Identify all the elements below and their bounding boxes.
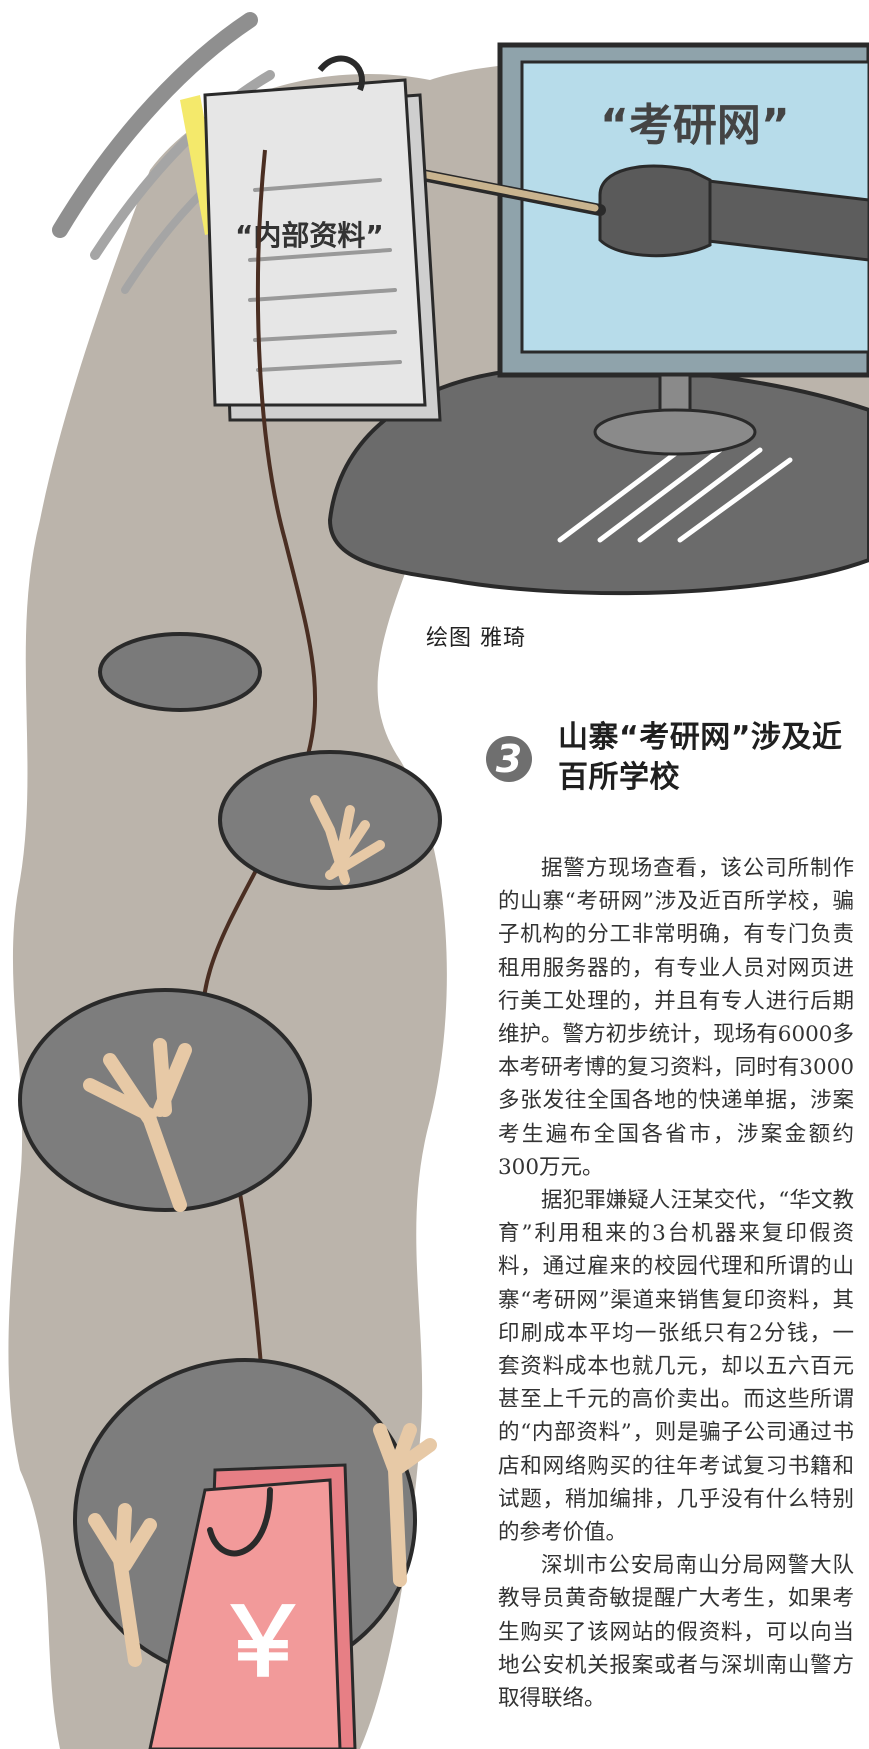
article-paragraph: 据警方现场查看，该公司所制作的山寨“考研网”涉及近百所学校，骗子机构的分工非常明…: [498, 856, 854, 1180]
section-header: 3 山寨“考研网”涉及近百所学校: [486, 718, 860, 798]
reaching-hand: [83, 1038, 192, 1212]
reaching-hand: [373, 1423, 437, 1587]
reaching-hand: [310, 795, 385, 885]
speed-stroke: [52, 12, 258, 238]
pebble: [98, 632, 262, 712]
speed-stroke: [90, 70, 275, 260]
screen-label: “考研网”: [600, 100, 790, 151]
section-number-badge: 3: [486, 736, 532, 782]
section-title: 山寨“考研网”涉及近百所学校: [558, 720, 843, 795]
article-paragraph: 深圳市公安局南山分局网警大队教导员黄奇敏提醒广大考生，如果考生购买了该网站的假资…: [498, 1553, 854, 1712]
article-body: 据警方现场查看，该公司所制作的山寨“考研网”涉及近百所学校，骗子机构的分工非常明…: [498, 852, 854, 1715]
illustration-caption: 绘图 雅琦: [426, 626, 526, 651]
reaching-hand: [88, 1503, 157, 1667]
money-symbol: ￥: [215, 1586, 311, 1698]
monitor-base: [593, 408, 757, 456]
money-bill: [148, 1478, 342, 1749]
glove-hand: [598, 164, 712, 258]
article-paragraph: 据犯罪嫌疑人汪某交代，“华文教育”利用租来的3台机器来复印假资料，通过雇来的校园…: [498, 1188, 854, 1546]
fish-hook: [207, 1487, 273, 1557]
